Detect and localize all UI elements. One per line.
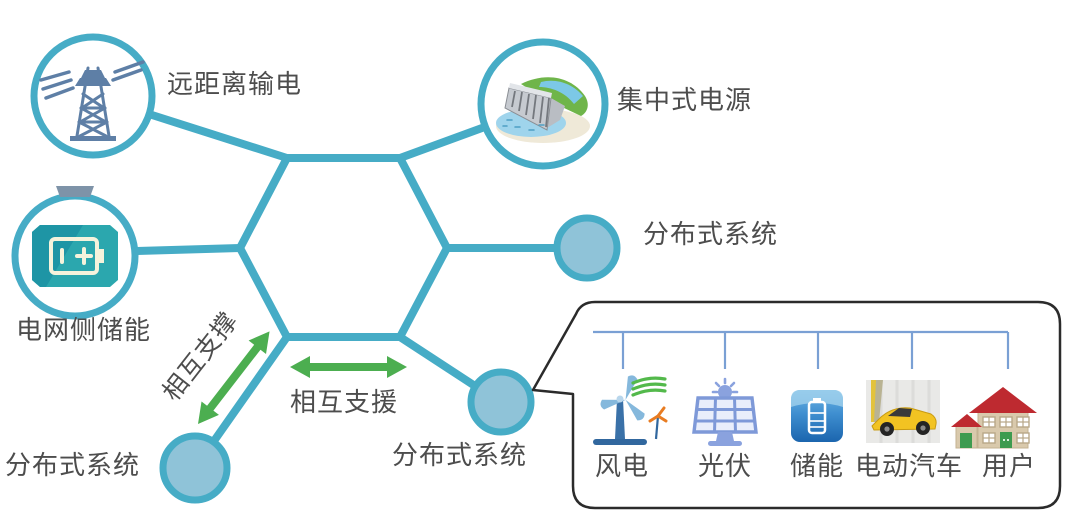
callout-label-storage: 储能 [789, 451, 845, 481]
hexagon-grid [236, 154, 451, 341]
connector-centralized [396, 124, 486, 162]
label-centralized: 集中式电源 [617, 85, 753, 115]
label-mutual-support-horizontal: 相互支援 [290, 387, 399, 417]
connector-transmission [148, 111, 291, 162]
hydro-dam-icon [496, 77, 590, 143]
label-grid-storage: 电网侧储能 [16, 315, 152, 345]
wind-turbine-icon [593, 375, 668, 445]
label-distributed-bottom-left: 分布式系统 [5, 450, 141, 480]
callout-label-solar: 光伏 [697, 451, 753, 481]
label-distributed-right: 分布式系统 [643, 219, 779, 249]
callout-label-wind: 风电 [594, 451, 650, 481]
electric-car-icon [866, 380, 940, 443]
node-distributed-bottom-left [159, 432, 231, 504]
double-arrow-horizontal-icon [290, 356, 407, 378]
grid-battery-icon [32, 186, 118, 287]
bus-line [593, 330, 1010, 369]
label-distributed-bottom-center: 分布式系统 [392, 440, 528, 470]
solar-panel-icon [692, 377, 758, 446]
node-distributed-bottom-center [467, 368, 535, 436]
double-arrow-diagonal-icon [198, 331, 270, 424]
label-transmission: 远距离输电 [167, 69, 303, 99]
battery-storage-icon [791, 390, 843, 442]
connector-grid-storage [133, 244, 244, 255]
callout-label-ev: 电动汽车 [854, 451, 964, 481]
node-transmission [30, 33, 156, 159]
house-icon [951, 387, 1037, 449]
node-distributed-right [553, 214, 621, 282]
callout-label-user: 用户 [981, 451, 1037, 481]
transmission-tower-icon [39, 60, 145, 141]
